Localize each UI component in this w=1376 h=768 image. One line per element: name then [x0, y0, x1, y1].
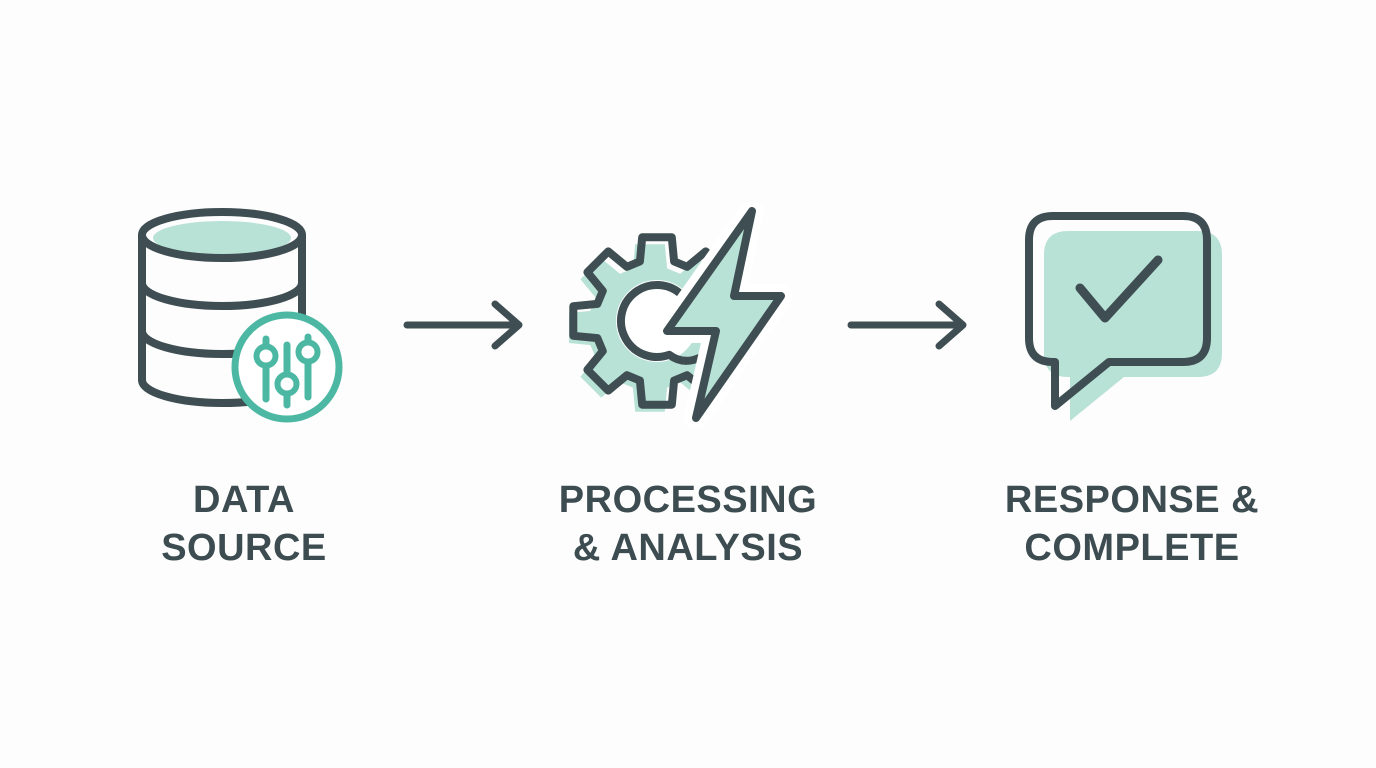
database-sliders-icon: [138, 208, 343, 423]
gear-lightning-icon: [569, 203, 793, 430]
lightning-bolt-icon: [655, 203, 793, 430]
step-data-source: DATA SOURCE: [94, 198, 394, 572]
response-icon-wrap: [1024, 198, 1240, 436]
checkmark-icon: [1075, 255, 1162, 322]
label-line: SOURCE: [161, 527, 327, 569]
label-line: DATA: [193, 479, 295, 521]
sliders-badge: [231, 311, 343, 423]
bubble-fill-offset: [1043, 230, 1222, 421]
chat-bubble-checkmark-icon: [1024, 211, 1222, 421]
step-label-data-source: DATA SOURCE: [161, 476, 327, 572]
label-line: & ANALYSIS: [572, 527, 804, 569]
label-line: COMPLETE: [1024, 527, 1240, 569]
arrow-right-icon: [403, 300, 523, 350]
label-line: RESPONSE &: [1004, 479, 1260, 521]
connector-arrow-1: [396, 198, 536, 436]
step-label-processing: PROCESSING & ANALYSIS: [559, 476, 817, 572]
connector-arrow-2: [840, 198, 980, 436]
database-top-fill: [153, 221, 291, 255]
label-line: PROCESSING: [558, 479, 818, 521]
database-cylinder: [138, 208, 306, 407]
step-processing-analysis: PROCESSING & ANALYSIS: [538, 198, 838, 572]
processing-icon-wrap: [569, 198, 807, 436]
data-source-icon-wrap: [137, 198, 351, 436]
step-label-response: RESPONSE & COMPLETE: [1005, 476, 1259, 572]
arrow-right-icon: [847, 300, 967, 350]
bubble-outline: [1024, 211, 1211, 410]
gear-inner-arc: [616, 280, 703, 365]
step-response-complete: RESPONSE & COMPLETE: [982, 198, 1282, 572]
sliders-icon: [253, 333, 321, 409]
